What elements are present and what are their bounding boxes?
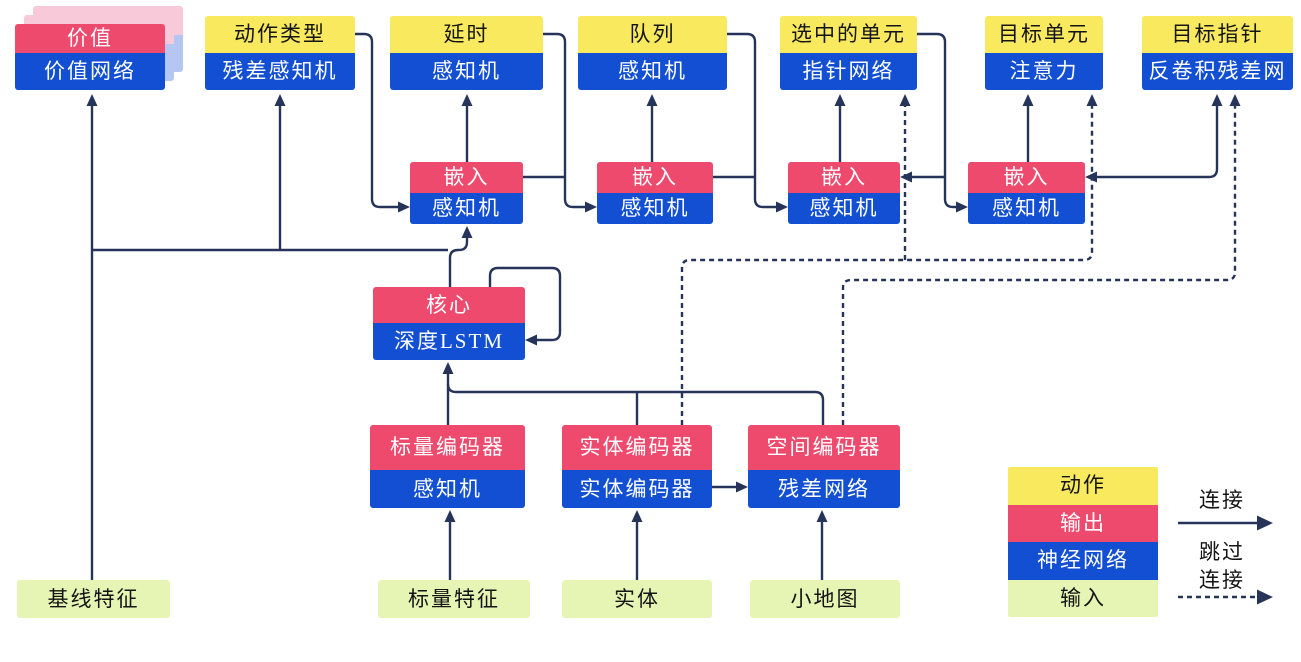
legend-output-label: 输出 <box>1008 504 1158 542</box>
legend-dashed-arrow-label-line1: 跳过 <box>1199 540 1245 564</box>
embed2-node: 嵌入 感知机 <box>597 162 713 224</box>
legend-dashed-arrow-label-line2: 连接 <box>1199 568 1245 592</box>
legend-input-label: 输入 <box>1008 579 1158 617</box>
target-unit-label: 目标单元 <box>985 16 1103 53</box>
action-type-label: 动作类型 <box>205 16 355 53</box>
scalar-features-label: 标量特征 <box>378 580 530 618</box>
edge-delay-down <box>543 32 591 209</box>
selected-units-label: 选中的单元 <box>780 16 917 53</box>
queue-node: 队列 感知机 <box>578 16 727 90</box>
core-node: 核心 深度LSTM <box>373 287 525 360</box>
action-type-network-label: 残差感知机 <box>205 53 355 90</box>
edge-actiontype-to-embed1 <box>355 32 404 209</box>
queue-label: 队列 <box>578 16 727 53</box>
legend-color-key: 动作 输出 神经网络 输入 <box>1008 467 1158 617</box>
target-point-label: 目标指针 <box>1142 16 1293 53</box>
legend-neural-network-label: 神经网络 <box>1008 542 1158 580</box>
spatial-encoder-node: 空间编码器 残差网络 <box>748 425 900 508</box>
arrowheads <box>86 94 1273 605</box>
legend-solid-arrow-label: 连接 <box>1199 488 1245 512</box>
edge-core-selfloop <box>488 266 562 342</box>
embed3-label: 嵌入 <box>788 162 900 193</box>
baseline-features-node: 基线特征 <box>17 580 170 618</box>
skip-entity-to-pointer-attention <box>680 104 1094 425</box>
baseline-features-label: 基线特征 <box>17 580 170 618</box>
entity-encoder-label: 实体编码器 <box>562 425 712 470</box>
spatial-encoder-network-label: 残差网络 <box>748 470 900 508</box>
selected-units-network-label: 指针网络 <box>780 53 917 90</box>
entities-node: 实体 <box>562 580 712 618</box>
spatial-encoder-label: 空间编码器 <box>748 425 900 470</box>
delay-network-label: 感知机 <box>390 53 543 90</box>
delay-node: 延时 感知机 <box>390 16 543 90</box>
embed2-label: 嵌入 <box>597 162 713 193</box>
core-label: 核心 <box>373 287 525 323</box>
edge-queue-down <box>727 32 782 209</box>
entities-label: 实体 <box>562 580 712 618</box>
embed1-label: 嵌入 <box>410 162 523 193</box>
queue-network-label: 感知机 <box>578 53 727 90</box>
edge-core-to-embed1 <box>448 236 469 287</box>
target-unit-network-label: 注意力 <box>985 53 1103 90</box>
entity-encoder-node: 实体编码器 实体编码器 <box>562 425 712 508</box>
target-point-node: 目标指针 反卷积残差网 <box>1142 16 1293 90</box>
embed4-node: 嵌入 感知机 <box>968 162 1085 224</box>
legend-action-label: 动作 <box>1008 467 1158 505</box>
embed3-network-label: 感知机 <box>788 193 900 224</box>
edge-spatialenc-bus <box>446 383 825 425</box>
action-type-node: 动作类型 残差感知机 <box>205 16 355 90</box>
embed3-node: 嵌入 感知机 <box>788 162 900 224</box>
edge-selunits-down <box>917 32 962 209</box>
embed1-node: 嵌入 感知机 <box>410 162 523 224</box>
scalar-encoder-network-label: 感知机 <box>370 470 525 508</box>
edge-embed4-targetpoint <box>1091 102 1219 179</box>
scalar-encoder-label: 标量编码器 <box>370 425 525 470</box>
target-point-network-label: 反卷积残差网 <box>1142 53 1293 90</box>
embed4-label: 嵌入 <box>968 162 1085 193</box>
value-head-label: 价值 <box>15 24 165 53</box>
minimap-node: 小地图 <box>750 580 900 618</box>
delay-label: 延时 <box>390 16 543 53</box>
scalar-encoder-node: 标量编码器 感知机 <box>370 425 525 508</box>
skip-spatial-to-targetpoint <box>841 104 1237 425</box>
value-network-label: 价值网络 <box>15 53 165 90</box>
embed1-network-label: 感知机 <box>410 193 523 224</box>
value-node: 价值 价值网络 <box>15 24 165 90</box>
core-network-label: 深度LSTM <box>373 323 525 360</box>
target-unit-node: 目标单元 注意力 <box>985 16 1103 90</box>
minimap-label: 小地图 <box>750 580 900 618</box>
embed4-network-label: 感知机 <box>968 193 1085 224</box>
entity-encoder-network-label: 实体编码器 <box>562 470 712 508</box>
scalar-features-node: 标量特征 <box>378 580 530 618</box>
selected-units-node: 选中的单元 指针网络 <box>780 16 917 90</box>
embed2-network-label: 感知机 <box>597 193 713 224</box>
